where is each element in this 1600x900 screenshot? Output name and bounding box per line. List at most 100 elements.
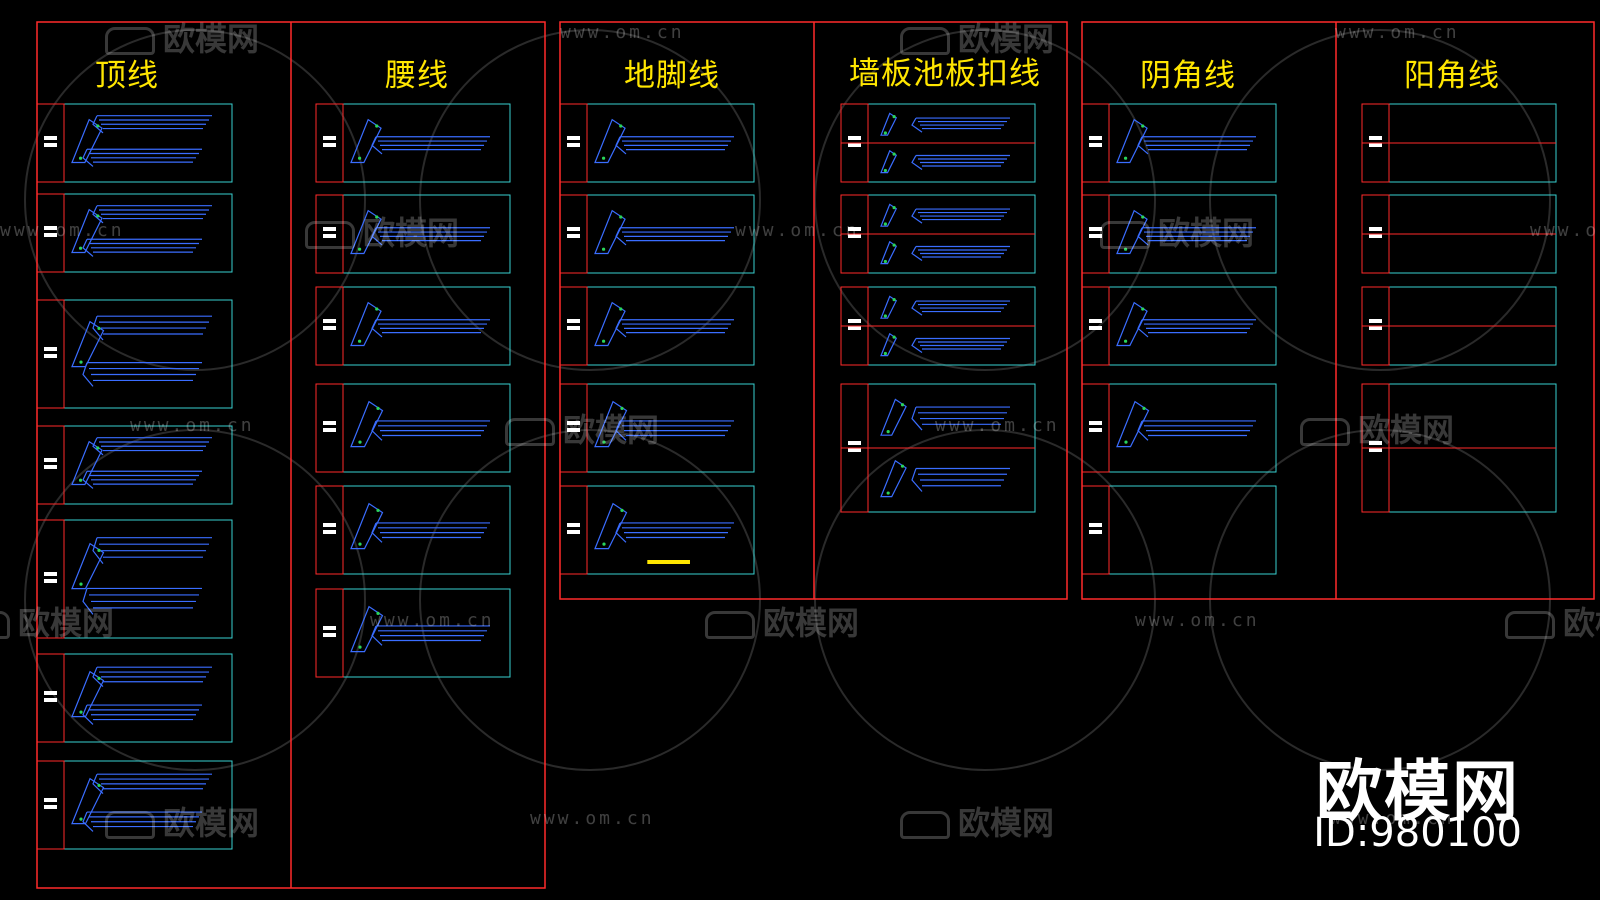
profile-code-mark	[1089, 227, 1102, 231]
dimension-marker	[602, 542, 606, 546]
moulding-profile-edge	[371, 420, 383, 441]
profile-code-mark	[1369, 448, 1382, 452]
profile-code-mark	[848, 441, 861, 445]
profile-code-mark	[848, 227, 861, 231]
profile-code-mark	[848, 448, 861, 452]
profile-code-mark	[1089, 234, 1102, 238]
profile-code-mark	[1089, 136, 1102, 140]
profile-cell-label-box	[36, 193, 65, 273]
dimension-marker	[892, 298, 896, 302]
dimension-marker	[96, 446, 100, 450]
profile-code-mark	[323, 319, 336, 323]
dimension-marker	[79, 360, 83, 364]
profile-cell-frame	[1081, 485, 1277, 575]
moulding-profile-edge	[911, 406, 923, 431]
dimension-marker	[1123, 339, 1128, 343]
profile-cell-label-box	[36, 425, 65, 505]
profile-cell-frame	[315, 286, 511, 366]
dimension-marker	[892, 335, 896, 339]
dimension-marker	[892, 152, 896, 156]
profile-code-mark	[44, 347, 57, 351]
title-outer-corner: 阳角线	[1404, 58, 1500, 94]
profile-code-mark	[567, 319, 580, 323]
profile-code-mark	[323, 227, 336, 231]
profile-code-mark	[44, 143, 57, 147]
model-id: ID:980100	[1313, 810, 1522, 856]
cross-section-profile	[71, 542, 105, 590]
profile-code-mark	[567, 428, 580, 432]
dimension-marker	[892, 243, 896, 247]
profile-cell-label-box	[315, 103, 344, 183]
watermark-url: www.om.cn	[130, 415, 255, 436]
dimension-marker	[883, 314, 887, 318]
profile-code-mark	[848, 143, 861, 147]
profile-cell-label-box	[315, 286, 344, 366]
profile-cell-label-box	[36, 519, 65, 639]
dimension-marker	[376, 611, 380, 615]
moulding-profile-edge	[371, 522, 383, 543]
moulding-profile-edge	[92, 773, 104, 794]
profile-code-mark	[1369, 234, 1382, 238]
profile-code-mark	[1089, 428, 1102, 432]
cross-section-profile	[880, 112, 898, 136]
watermark-logo: 欧模网	[305, 208, 459, 254]
profile-cell-label-box	[36, 299, 65, 409]
moulding-profile-edge	[92, 666, 104, 687]
dimension-marker	[376, 406, 380, 410]
moulding-profile-edge	[911, 338, 923, 354]
moulding-profile-edge	[82, 238, 94, 257]
moulding-profile-edge	[911, 208, 923, 224]
moulding-profile-edge	[371, 625, 383, 646]
profile-cell-label-box	[36, 653, 65, 743]
profile-cell-frame	[559, 286, 755, 366]
cross-section-profile	[880, 295, 898, 319]
dimension-marker	[79, 710, 83, 714]
profile-code-mark	[323, 626, 336, 630]
dimension-marker	[79, 582, 83, 586]
profile-code-mark	[44, 579, 57, 583]
watermark-logo: 欧模网	[105, 14, 259, 60]
profile-code-mark	[44, 354, 57, 358]
cross-section-profile	[71, 670, 105, 718]
profile-cell-label-box	[559, 194, 588, 274]
cross-section-profile	[880, 398, 907, 436]
dimension-marker	[601, 247, 606, 251]
profile-code-mark	[848, 326, 861, 330]
profile-code-mark	[1089, 326, 1102, 330]
moulding-profile-edge	[92, 537, 104, 565]
cross-section-profile	[1116, 118, 1148, 164]
cross-section-profile	[1116, 400, 1150, 448]
moulding-profile-edge	[92, 316, 104, 341]
profile-code-mark	[323, 530, 336, 534]
cross-section-profile	[1116, 301, 1148, 347]
profile-cell-frame	[1081, 383, 1277, 473]
dimension-marker	[601, 156, 606, 160]
moulding-profile-edge	[911, 468, 923, 492]
profile-cell-frame	[315, 485, 511, 575]
dimension-marker	[883, 168, 887, 173]
profile-code-mark	[1089, 319, 1102, 323]
watermark-logo: 欧模网	[900, 798, 1054, 844]
dimension-marker	[619, 215, 623, 219]
dimension-marker	[1141, 215, 1145, 219]
watermark-url: www.om.cn	[1330, 808, 1455, 829]
dimension-marker	[97, 326, 101, 330]
profile-code-mark	[44, 465, 57, 469]
profile-code-mark	[567, 326, 580, 330]
profile-cell-label-box	[1081, 103, 1110, 183]
dimension-marker	[375, 307, 379, 311]
cross-section-profile	[350, 605, 384, 653]
cross-section-profile	[71, 118, 103, 164]
watermark-logo: 欧模网	[1505, 598, 1600, 644]
dimension-marker	[375, 215, 379, 219]
profile-cell-label-box	[559, 103, 588, 183]
watermark-url: www.om.cn	[530, 808, 655, 829]
profile-cell-label-box	[315, 588, 344, 678]
dimension-marker	[892, 115, 896, 119]
cross-section-profile	[71, 440, 103, 486]
profile-code-mark	[323, 633, 336, 637]
dimension-marker	[79, 817, 83, 821]
dimension-marker	[78, 246, 83, 250]
cross-section-profile	[594, 118, 626, 164]
